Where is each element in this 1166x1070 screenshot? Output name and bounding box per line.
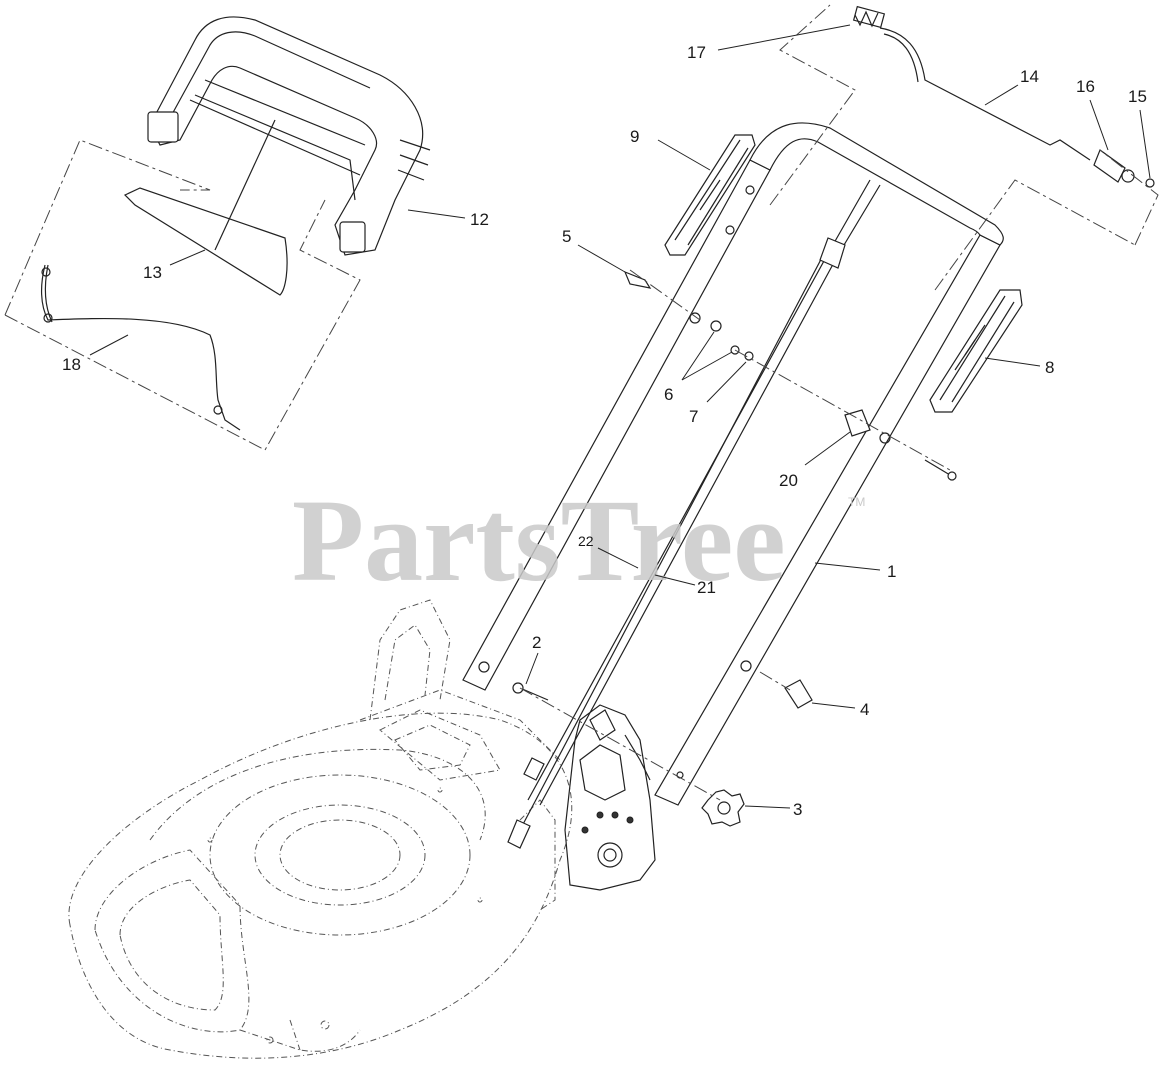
callout-15: 15 [1128, 87, 1147, 106]
part-3-knob [701, 789, 745, 827]
callout-6: 6 [664, 385, 673, 404]
callout-17: 17 [687, 43, 706, 62]
part-2-bolt [519, 687, 549, 701]
handle-bolt [924, 459, 951, 476]
callout-22: 22 [578, 533, 594, 549]
assembly-lines [4, 4, 1159, 801]
callout-5: 5 [562, 227, 571, 246]
callout-16: 16 [1076, 77, 1095, 96]
callout-3: 3 [793, 800, 802, 819]
control-cables [507, 179, 881, 849]
callout-13: 13 [143, 263, 162, 282]
callout-9: 9 [630, 127, 639, 146]
callout-7: 7 [689, 407, 698, 426]
bail-wire [41, 264, 241, 431]
handle-bracket [564, 704, 656, 891]
callout-14: 14 [1020, 67, 1039, 86]
callout-18: 18 [62, 355, 81, 374]
drive-linkage [852, 5, 1155, 188]
watermark-trademark: TM [848, 495, 865, 509]
callouts: 17 14 16 15 9 12 13 5 18 6 7 8 [62, 24, 1151, 819]
callout-21: 21 [697, 578, 716, 597]
part-5-clip [623, 270, 652, 289]
callout-20: 20 [779, 471, 798, 490]
callout-12: 12 [470, 210, 489, 229]
watermark: PartsTree TM [292, 475, 865, 606]
callout-4: 4 [860, 700, 869, 719]
part-20-block [844, 409, 871, 437]
mower-deck [68, 599, 573, 1059]
hardware [512, 270, 957, 827]
callout-1: 1 [887, 562, 896, 581]
callout-2: 2 [532, 633, 541, 652]
callout-8: 8 [1045, 358, 1054, 377]
bail-shield [123, 119, 288, 296]
part-4-nut [784, 679, 813, 709]
upper-handle [147, 16, 431, 256]
lower-handle [462, 122, 1004, 806]
cable-guide-right [929, 289, 1023, 413]
part-6-nut-upper [710, 320, 722, 332]
cable-guide-left [664, 134, 756, 256]
watermark-text: PartsTree [292, 475, 786, 606]
